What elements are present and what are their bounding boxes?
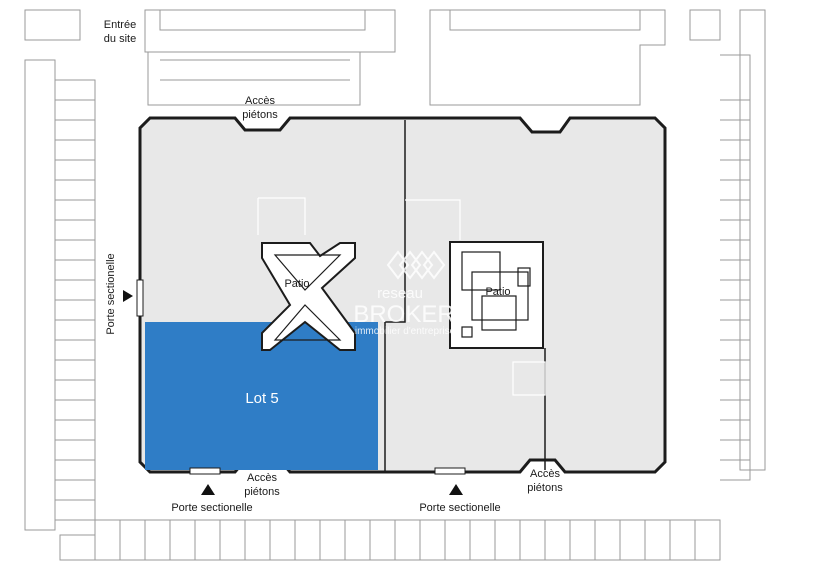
pedestrian-access-bottom-left-label: Accès xyxy=(247,472,277,484)
right-parking xyxy=(720,99,750,461)
patio-left xyxy=(261,242,356,351)
pedestrian-access-bottom-left-label: piétons xyxy=(244,486,280,498)
pedestrian-access-top-label: Accès xyxy=(245,95,275,107)
sectional-door-left-label: Porte sectionelle xyxy=(105,253,117,334)
watermark-line-1: reseau xyxy=(377,285,423,302)
triangle-marker-icon xyxy=(449,484,463,495)
pedestrian-access-bottom-right-label: piétons xyxy=(527,482,563,494)
patio-left-label: Patio xyxy=(284,278,309,290)
triangle-marker-icon xyxy=(123,290,133,302)
bottom-parking xyxy=(119,520,696,560)
sectional-door-bottom-left-label: Porte sectionelle xyxy=(171,502,252,514)
surroundings xyxy=(24,9,766,561)
patio-right-label: Patio xyxy=(485,286,510,298)
door-markers xyxy=(136,279,466,475)
inner-walls xyxy=(257,120,546,472)
watermark: reseau BROKER immobilier d'entreprise xyxy=(353,250,456,337)
watermark-logo-icon xyxy=(386,250,446,280)
site-entrance-label: Entrée xyxy=(104,19,136,31)
triangle-marker-icon xyxy=(201,484,215,495)
left-parking xyxy=(55,99,95,501)
patio-right xyxy=(449,241,544,349)
lot-5-label: Lot 5 xyxy=(245,390,278,407)
sectional-door-bottom-right-label: Porte sectionelle xyxy=(419,502,500,514)
watermark-line-2: BROKER xyxy=(353,301,454,328)
site-entrance-label: du site xyxy=(104,33,136,45)
pedestrian-access-bottom-right-label: Accès xyxy=(530,468,560,480)
pedestrian-access-top-label: piétons xyxy=(242,109,278,121)
watermark-line-3: immobilier d'entreprise xyxy=(355,326,456,337)
